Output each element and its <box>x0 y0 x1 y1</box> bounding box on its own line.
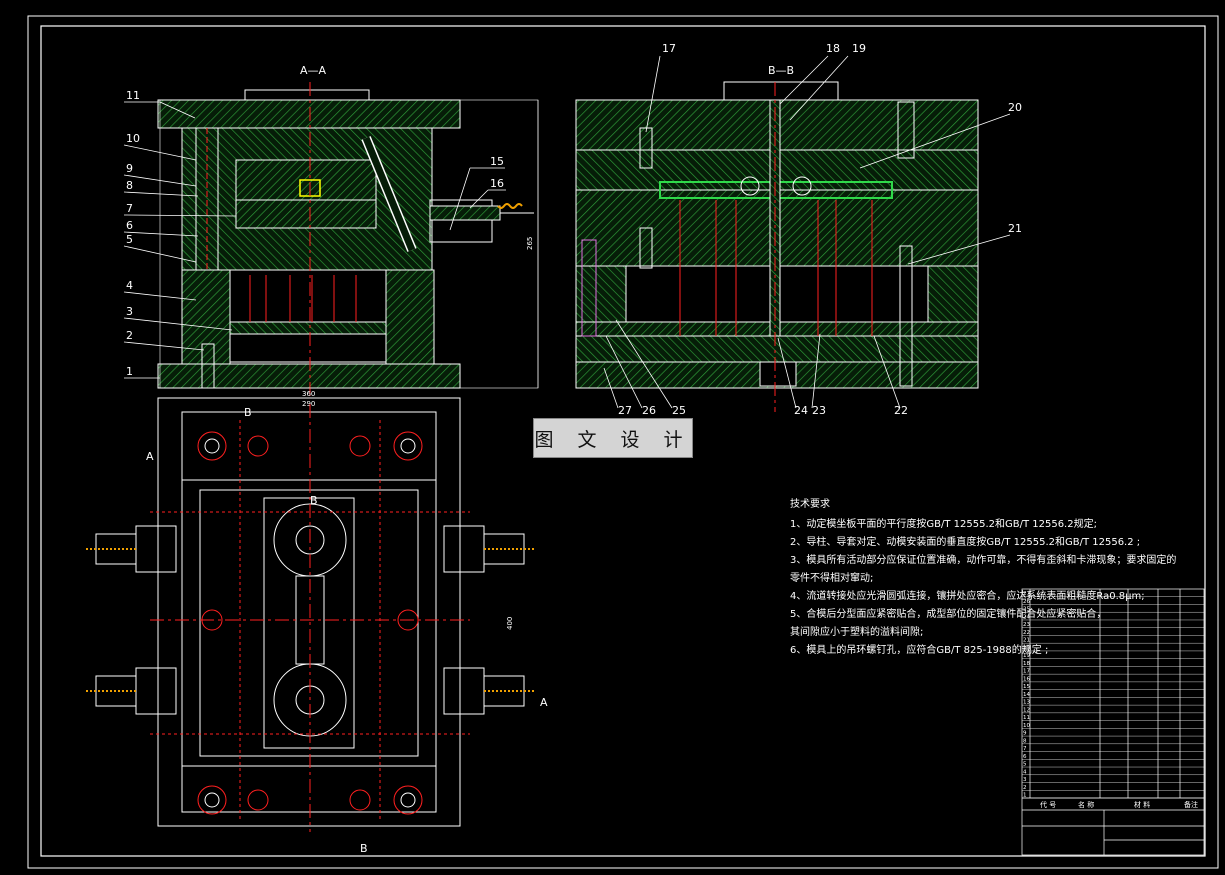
tech-req-item-8: 6、模具上的吊环螺钉孔，应符合GB/T 825-1988的规定 ; <box>790 645 1049 656</box>
bom-row-number: 25 <box>1023 607 1030 613</box>
inner-frame <box>40 25 1206 857</box>
part-label-7: 7 <box>126 202 133 215</box>
bom-col-code: 代 号 <box>1040 800 1056 809</box>
bom-row-number: 1 <box>1023 793 1027 799</box>
part-label-2: 2 <box>126 329 133 342</box>
bom-row-number: 17 <box>1023 669 1030 675</box>
part-label-10: 10 <box>126 132 140 145</box>
bb-part-labels: 17 18 19 20 21 27 26 25 24 23 22 <box>603 42 1022 417</box>
bom-row-number: 24 <box>1023 614 1030 620</box>
part-label-27: 27 <box>618 404 632 417</box>
bom-rows: 2726252423222120191817161514131211109876… <box>1022 591 1204 799</box>
part-label-3: 3 <box>126 305 133 318</box>
bom-row-number: 16 <box>1023 676 1030 682</box>
part-label-25: 25 <box>672 404 686 417</box>
bom-row-number: 2 <box>1023 785 1027 791</box>
part-label-23: 23 <box>812 404 826 417</box>
bom-col-material: 材 料 <box>1134 800 1150 809</box>
bom-row-number: 22 <box>1023 630 1030 636</box>
part-label-19: 19 <box>852 42 866 55</box>
dim-290: 290 <box>302 400 315 408</box>
part-label-11: 11 <box>126 89 140 102</box>
part-label-18: 18 <box>826 42 840 55</box>
technical-requirements: 技术要求 1、动定模坐板平面的平行度按GB/T 12555.2和GB/T 125… <box>790 496 1225 660</box>
bom-row-number: 4 <box>1023 769 1027 775</box>
bom-row-number: 19 <box>1023 653 1030 659</box>
section-aa-view: A—A 265 <box>157 64 539 398</box>
bom-row-number: 10 <box>1023 723 1030 729</box>
bom-row-number: 15 <box>1023 684 1030 690</box>
bom-row-number: 3 <box>1023 777 1027 783</box>
tech-req-item-5: 4、流道转接处应光滑圆弧连接，镶拼处应密合，应达系统表面粗糙度Ra0.8μm; <box>790 591 1145 602</box>
bom-row-number: 14 <box>1023 692 1030 698</box>
bom-row-number: 12 <box>1023 707 1030 713</box>
bom-row-number: 5 <box>1023 762 1027 768</box>
part-label-21: 21 <box>1008 222 1022 235</box>
part-label-9: 9 <box>126 162 133 175</box>
plan-mark-a-left: A <box>146 450 154 463</box>
bom-row-number: 11 <box>1023 715 1030 721</box>
tech-req-item-3: 3、模具所有活动部分应保证位置准确，动作可靠，不得有歪斜和卡滞现象；要求固定的 <box>790 555 1177 566</box>
tech-req-title: 技术要求 <box>790 499 830 510</box>
bom-row-number: 27 <box>1023 591 1030 597</box>
part-label-26: 26 <box>642 404 656 417</box>
part-label-15: 15 <box>490 155 504 168</box>
plan-mark-b-bottom: B <box>360 842 368 855</box>
watermark: 图 文 设 计 <box>533 418 693 458</box>
part-label-8: 8 <box>126 179 133 192</box>
dim-400: 400 <box>506 617 514 630</box>
outer-frame <box>27 15 1219 869</box>
aa-part-labels: 11 10 9 8 7 6 5 4 3 2 1 15 16 <box>123 89 506 379</box>
bom-col-note: 备注 <box>1184 800 1198 809</box>
plan-mark-a-right: A <box>540 696 548 709</box>
tech-req-item-6: 5、合模后分型面应紧密贴合，成型部位的固定镶件配合处应紧密贴合， <box>790 609 1107 620</box>
tech-req-item-1: 1、动定模坐板平面的平行度按GB/T 12555.2和GB/T 12556.2规… <box>790 519 1097 530</box>
section-bb-label: B—B <box>768 64 794 77</box>
section-aa-label: A—A <box>300 64 327 77</box>
bom-row-number: 8 <box>1023 738 1027 744</box>
part-label-6: 6 <box>126 219 133 232</box>
part-label-1: 1 <box>126 365 133 378</box>
part-label-20: 20 <box>1008 101 1022 114</box>
bom-row-number: 9 <box>1023 731 1027 737</box>
part-label-22: 22 <box>894 404 908 417</box>
section-bb-view: B—B <box>575 64 979 412</box>
bom-row-number: 6 <box>1023 754 1027 760</box>
part-label-5: 5 <box>126 233 133 246</box>
bom-row-number: 20 <box>1023 645 1030 651</box>
tech-req-item-2: 2、导柱、导套对定、动模安装面的垂直度按GB/T 12555.2和GB/T 12… <box>790 537 1141 548</box>
part-label-4: 4 <box>126 279 133 292</box>
dim-265: 265 <box>526 237 534 250</box>
bom-row-number: 7 <box>1023 746 1027 752</box>
title-block-headers: 代 号 名 称 材 料 备注 <box>1040 800 1198 809</box>
part-label-17: 17 <box>662 42 676 55</box>
dim-360: 360 <box>302 390 315 398</box>
bom-row-number: 21 <box>1023 638 1030 644</box>
bom-row-number: 18 <box>1023 661 1030 667</box>
bom-col-name: 名 称 <box>1078 800 1094 809</box>
tech-req-item-4: 零件不得相对窜动; <box>790 573 874 584</box>
bom-row-number: 13 <box>1023 700 1030 706</box>
bom-row-number: 26 <box>1023 599 1030 605</box>
tech-req-item-7: 其间隙应小于塑料的溢料间隙; <box>790 627 924 638</box>
part-label-24: 24 <box>794 404 808 417</box>
plan-mark-b-inner: B <box>310 494 318 507</box>
bom-row-number: 23 <box>1023 622 1030 628</box>
plan-mark-b-top: B <box>244 406 252 419</box>
plan-view: 360 290 400 <box>86 390 548 855</box>
part-label-16: 16 <box>490 177 504 190</box>
